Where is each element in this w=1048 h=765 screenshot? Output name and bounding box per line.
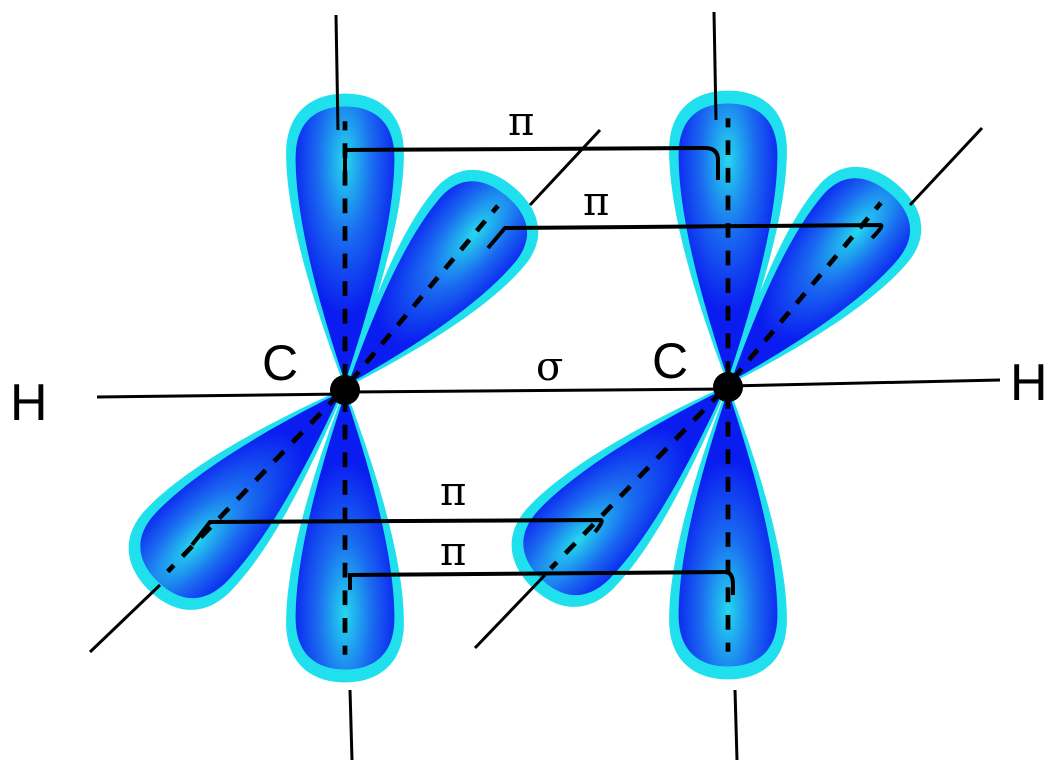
label-pi-bottom-2: π	[440, 529, 466, 575]
label-carbon-left: C	[262, 335, 298, 391]
pi-connectors	[190, 145, 884, 595]
pi-connector-bottom-2	[348, 569, 735, 595]
carbon-nucleus-left	[330, 375, 360, 405]
nuclei	[330, 372, 743, 405]
p-axis-left-diag-top	[528, 128, 602, 207]
bond-h-c-left	[96, 392, 346, 399]
p-axis-right-bottom	[733, 689, 739, 761]
axis-lines	[88, 11, 1001, 761]
p-axis-right-diag-bottom	[473, 573, 547, 650]
label-hydrogen-left: H	[10, 374, 48, 432]
label-pi-top-1: π	[508, 99, 534, 145]
label-pi-top-2: π	[583, 179, 609, 225]
pi-connector-bottom-1	[190, 517, 604, 547]
carbon-nucleus-right	[713, 372, 743, 402]
pi-connector-top-2	[486, 222, 884, 250]
p-axis-left-bottom	[348, 689, 354, 761]
sigma-bond-c-c	[344, 387, 729, 394]
p-axis-right-top	[712, 11, 718, 121]
label-hydrogen-right: H	[1010, 354, 1048, 412]
bond-c-h-right	[727, 378, 1001, 388]
label-sigma: σ	[536, 344, 563, 390]
label-carbon-right: C	[652, 333, 688, 389]
p-axis-right-diag-top	[908, 126, 984, 207]
pi-connector-top-1	[343, 145, 720, 180]
label-pi-bottom-1: π	[440, 469, 466, 515]
p-axis-left-diag-bottom	[88, 583, 162, 654]
p-axis-left-top	[334, 14, 340, 131]
